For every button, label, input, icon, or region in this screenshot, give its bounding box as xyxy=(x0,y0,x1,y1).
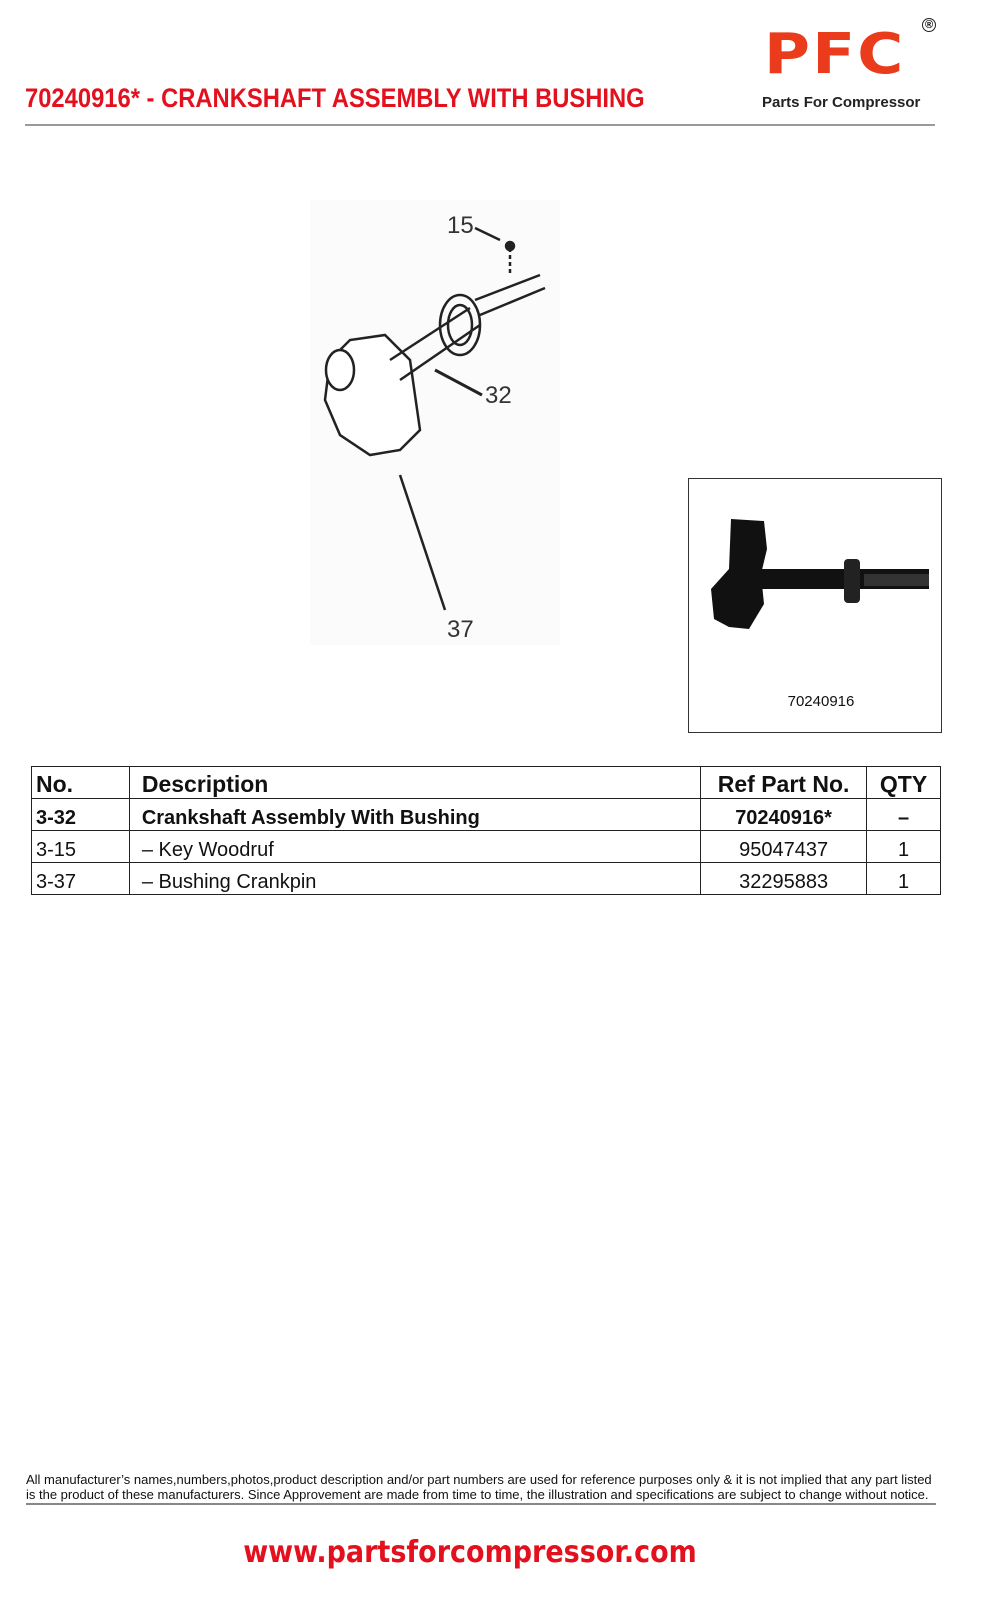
table-row: 3-37 – Bushing Crankpin 32295883 1 xyxy=(31,862,941,895)
pfc-logo: PFC ® Parts For Compressor xyxy=(762,18,944,118)
logo-tagline: Parts For Compressor xyxy=(762,94,921,111)
cell-qty: 1 xyxy=(866,830,941,863)
photo-caption: 70240916 xyxy=(787,693,855,710)
header-description: Description xyxy=(128,766,702,799)
table-row: 3-32 Crankshaft Assembly With Bushing 70… xyxy=(31,798,941,831)
cell-no: 3-37 xyxy=(31,862,130,895)
parts-table: No. Description Ref Part No. QTY 3-32 Cr… xyxy=(31,766,941,895)
cell-ref: 70240916* xyxy=(700,798,868,831)
disclaimer: All manufacturer’s names,numbers,photos,… xyxy=(26,1472,936,1505)
product-photo: 70240916 xyxy=(688,478,942,733)
header-qty: QTY xyxy=(866,766,941,799)
header-no: No. xyxy=(31,766,130,799)
callout-15: 15 xyxy=(447,212,474,239)
cell-qty: – xyxy=(866,798,941,831)
table-row: 3-15 – Key Woodruf 95047437 1 xyxy=(31,830,941,863)
cell-ref: 32295883 xyxy=(700,862,868,895)
crankshaft-image xyxy=(711,519,929,629)
cell-description: – Key Woodruf xyxy=(128,830,702,863)
page-title: 70240916* - CRANKSHAFT ASSEMBLY WITH BUS… xyxy=(25,83,645,113)
header-divider xyxy=(25,124,935,126)
website-link[interactable]: www.partsforcompressor.com xyxy=(243,1535,697,1570)
logo-text: PFC xyxy=(764,22,906,87)
cell-no: 3-32 xyxy=(31,798,130,831)
table-header-row: No. Description Ref Part No. QTY xyxy=(31,766,941,799)
callout-37: 37 xyxy=(447,616,474,643)
cell-description: – Bushing Crankpin xyxy=(128,862,702,895)
exploded-diagram: 15 32 37 xyxy=(310,200,560,645)
cell-qty: 1 xyxy=(866,862,941,895)
cell-no: 3-15 xyxy=(31,830,130,863)
cell-ref: 95047437 xyxy=(700,830,868,863)
registered-mark: ® xyxy=(922,18,936,32)
callout-32: 32 xyxy=(485,382,512,409)
header-ref-part-no: Ref Part No. xyxy=(700,766,868,799)
cell-description: Crankshaft Assembly With Bushing xyxy=(128,798,702,831)
